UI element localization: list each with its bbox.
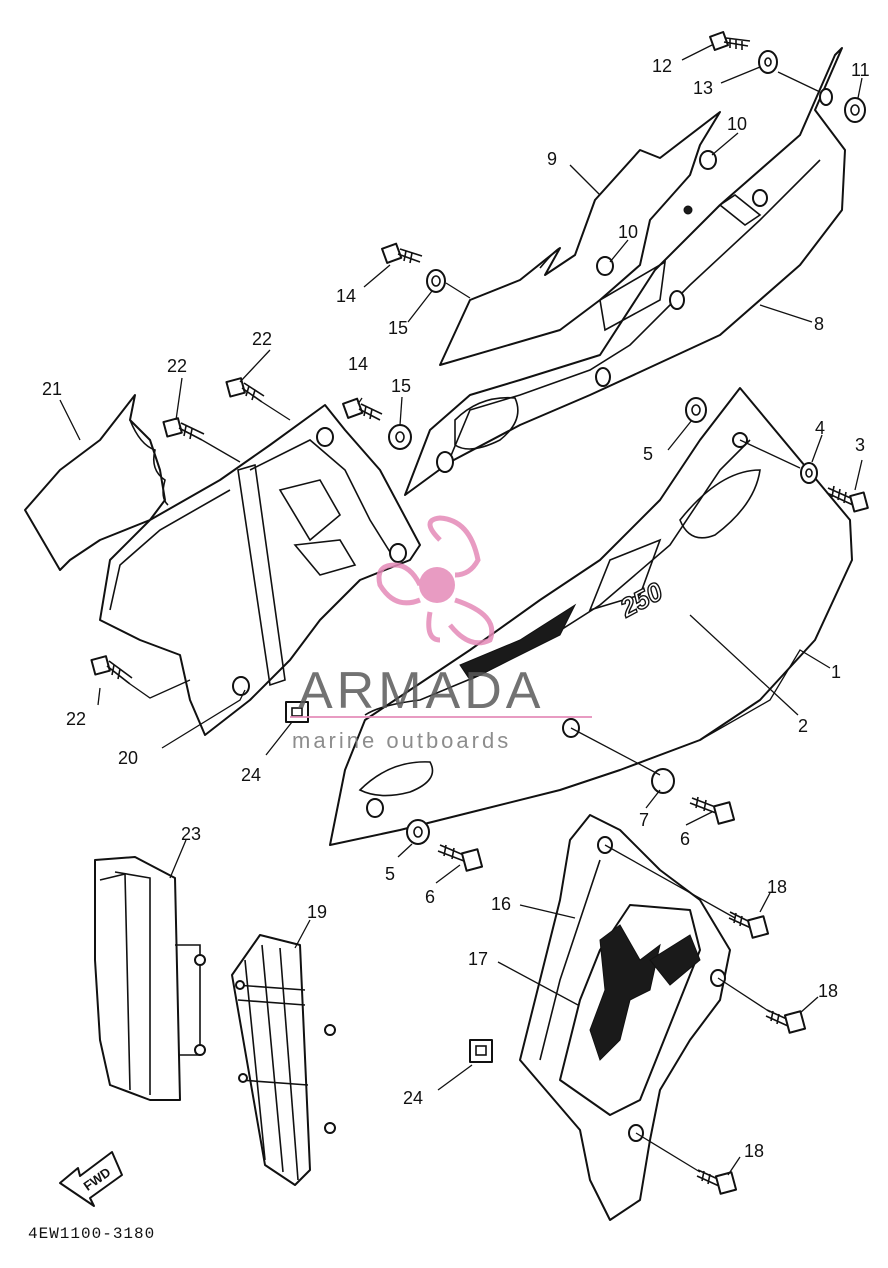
side-cover-part-8 [404,47,846,496]
washer-13 [758,50,778,74]
callout-14a: 14 [336,286,356,306]
collar-15b [388,424,412,450]
callout-24b: 24 [403,1088,423,1108]
callout-12: 12 [652,56,672,76]
callout-3: 3 [855,435,865,455]
callout-13: 13 [693,78,713,98]
bolt-18b [765,1009,807,1034]
watermark-tagline: marine outboards [292,728,511,753]
bolt-12 [709,31,751,51]
catalog-code: 4EW1100-3180 [28,1225,155,1243]
clip-nut-24b [469,1039,493,1063]
radiator-guard-part-16 [519,814,731,1221]
callout-17: 17 [468,949,488,969]
callout-9: 9 [547,149,557,169]
shroud-plate-part-23 [94,856,206,1101]
nut-11 [844,97,866,123]
callout-7: 7 [639,810,649,830]
callout-23: 23 [181,824,201,844]
bolt-14a [381,242,423,264]
callout-8: 8 [814,314,824,334]
propeller-logo-icon [376,515,495,646]
bolt-22a [225,377,265,403]
callout-20: 20 [118,748,138,768]
radiator-grille-part-19 [231,934,336,1186]
callout-4: 4 [815,418,825,438]
leader-lines [59,44,863,1176]
bolt-6b [437,844,484,872]
decal-part-21 [24,394,169,571]
washer-4 [800,462,818,484]
watermark-brand: ARMADA [298,662,544,720]
callout-21: 21 [42,379,62,399]
bolt-14b [342,397,383,421]
callout-6a: 6 [680,829,690,849]
callout-labels: 1 2 3 4 5 5 6 6 7 8 9 10 10 11 12 13 14 … [42,56,870,1161]
bolt-18a [728,911,770,939]
callout-18a: 18 [767,877,787,897]
callout-19: 19 [307,902,327,922]
side-cover-part-1 [329,387,853,846]
callout-11: 11 [851,60,870,80]
callout-10b: 10 [618,222,638,242]
callout-22a: 22 [167,356,187,376]
callout-18c: 18 [744,1141,764,1161]
callout-18b: 18 [818,981,838,1001]
collar-15a [426,269,446,293]
callout-14b: 14 [348,354,368,374]
grommet-10a [699,150,717,170]
callout-22b: 22 [252,329,272,349]
bolt-18c [696,1169,738,1195]
armada-watermark: ARMADA marine outboards [290,515,592,753]
bolt-6a [689,796,736,825]
callout-16: 16 [491,894,511,914]
callout-10a: 10 [727,114,747,134]
grommet-5a [685,397,707,423]
callout-2: 2 [798,716,808,736]
callout-15b: 15 [391,376,411,396]
side-panel-part-20 [99,404,421,736]
callout-24a: 24 [241,765,261,785]
grommet-10b [596,256,614,276]
callout-22c: 22 [66,709,86,729]
bolt-3 [826,485,869,513]
callout-5a: 5 [643,444,653,464]
fwd-arrow: FWD [59,1151,123,1207]
bolt-22c [90,655,133,685]
callout-5b: 5 [385,864,395,884]
callout-15a: 15 [388,318,408,338]
bolt-22b [162,417,205,441]
grommet-5b [406,819,430,845]
decal-part-9 [439,111,721,366]
callout-1: 1 [831,662,841,682]
callout-6b: 6 [425,887,435,907]
grommet-7 [651,768,675,794]
